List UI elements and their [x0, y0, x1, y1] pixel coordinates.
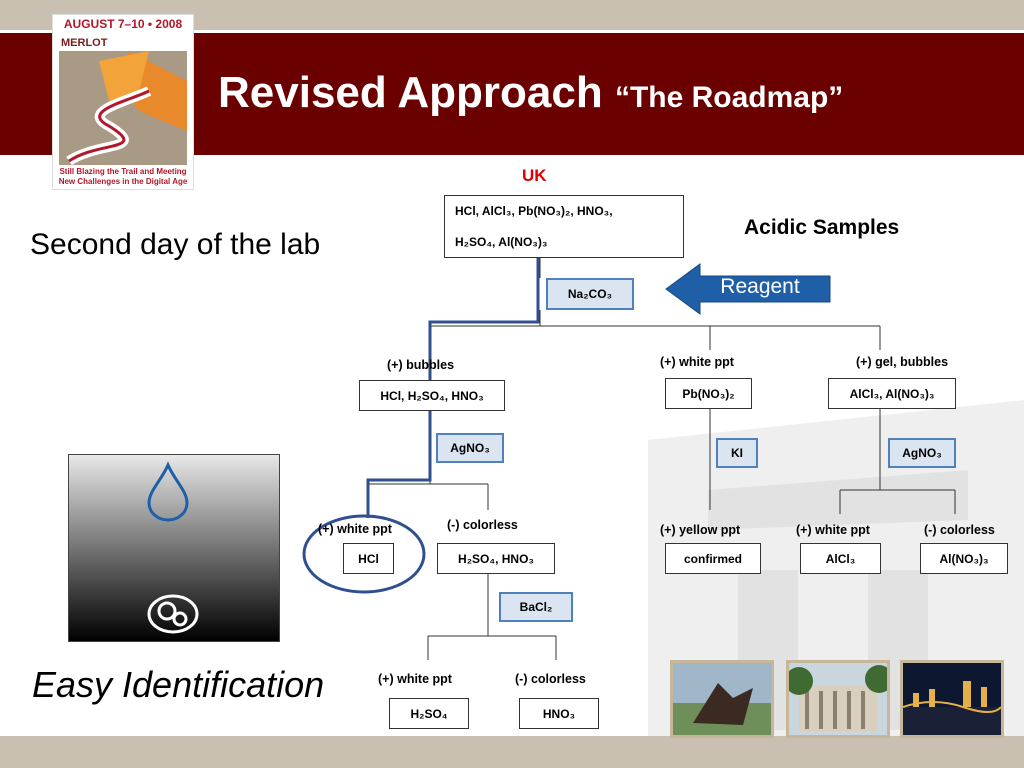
root-sample-box: HCl, AlCl₃, Pb(NO₃)₂, HNO₃, H₂SO₄, Al(NO… [444, 195, 684, 258]
logo-trail-graphic [59, 51, 187, 165]
logo-tagline-2: New Challenges in the Digital Age [58, 177, 188, 186]
title-main: Revised Approach [218, 68, 603, 117]
acidic-heading: Acidic Samples [744, 216, 900, 239]
bubbles-label: (+) bubbles [387, 358, 455, 372]
reagent-na2co3: Na₂CO₃ [546, 278, 634, 310]
bubbles-box: HCl, H₂SO₄, HNO₃ [359, 380, 505, 411]
colorless-label-1: (-) colorless [447, 518, 518, 532]
side-text: Second day of the lab [30, 228, 321, 261]
logo-tagline-1: Still Blazing the Trail and Meeting [59, 167, 187, 176]
reagent-bacl2: BaCl₂ [499, 592, 573, 622]
alcl3-box: AlCl₃ [800, 543, 881, 574]
campus-photo-night-bridge [900, 660, 1004, 738]
campus-photo-building [785, 660, 893, 738]
alno3-box: Al(NO₃)₃ [920, 543, 1008, 574]
hcl-box: HCl [343, 543, 394, 574]
root-line-1: HCl, AlCl₃, Pb(NO₃)₂, HNO₃, [455, 204, 613, 219]
reagent-agno3-a: AgNO₃ [436, 433, 504, 463]
white-ppt-label-1: (+) white ppt [660, 355, 734, 369]
hcl-label: (+) white ppt [318, 522, 392, 536]
aluminum-salts-box: AlCl₃, Al(NO₃)₃ [828, 378, 956, 409]
gel-bubbles-label: (+) gel, bubbles [856, 355, 949, 369]
white-ppt-label-2: (+) white ppt [796, 523, 870, 537]
caption-text: Easy Identification [32, 664, 325, 705]
title-sub: “The Roadmap” [614, 81, 844, 114]
confirmed-box: confirmed [665, 543, 761, 574]
left-arrow-icon [665, 263, 831, 315]
uk-label: UK [522, 166, 547, 185]
bubbles-icon [147, 594, 199, 634]
water-drop-icon [147, 461, 189, 522]
colorless-label-2: (-) colorless [924, 523, 995, 537]
bottom-band [0, 736, 1024, 768]
h2so4-box: H₂SO₄ [389, 698, 469, 729]
campus-photo-sculpture [670, 660, 774, 738]
drop-illustration [68, 454, 280, 642]
logo-brand: MERLOT [61, 37, 108, 49]
colorless-label-3: (-) colorless [515, 672, 586, 686]
reagent-ki: KI [716, 438, 758, 468]
reagent-label: Reagent [720, 275, 800, 298]
root-line-2: H₂SO₄, Al(NO₃)₃ [455, 234, 548, 249]
reagent-agno3-b: AgNO₃ [888, 438, 956, 468]
white-ppt-label-3: (+) white ppt [378, 672, 452, 686]
logo-tagline: Still Blazing the Trail and Meeting New … [53, 167, 193, 187]
conference-logo: AUGUST 7–10 • 2008 MERLOT Still Blazing … [52, 14, 194, 190]
logo-date: AUGUST 7–10 • 2008 [63, 17, 183, 31]
lead-nitrate-box: Pb(NO₃)₂ [665, 378, 752, 409]
sulfuric-nitric-box: H₂SO₄, HNO₃ [437, 543, 555, 574]
slide-title: Revised Approach “The Roadmap” [218, 68, 843, 118]
hno3-box: HNO₃ [519, 698, 599, 729]
yellow-ppt-label: (+) yellow ppt [660, 523, 741, 537]
